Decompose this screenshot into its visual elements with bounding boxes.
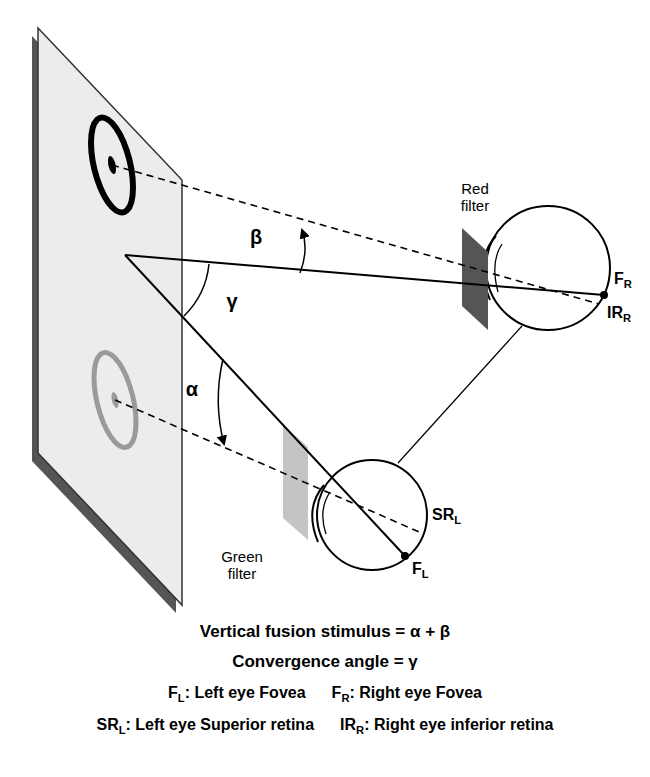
subscript: R	[623, 312, 631, 324]
label-text: F	[412, 560, 422, 577]
dashed-ray-right	[112, 165, 599, 304]
label-text: Red filter	[461, 180, 489, 214]
legend-line: SRL: Left eye Superior retina IRR: Right …	[96, 716, 553, 737]
label-text: Vertical fusion stimulus = α + β	[200, 622, 450, 641]
beta-arc	[300, 230, 305, 273]
retina-label: FR	[614, 270, 632, 291]
label-text: : Left eye Superior retina	[126, 716, 315, 733]
angle-label: γ	[226, 290, 237, 313]
label-text: SR	[432, 506, 454, 523]
formula-line: Convergence angle = γ	[232, 652, 418, 672]
retina-label: IRR	[607, 304, 631, 325]
left-visual-axis	[125, 255, 405, 556]
filter-label: Red filter	[450, 180, 500, 215]
gamma-arc	[184, 264, 209, 316]
screen-plane	[38, 28, 182, 605]
angle-label: α	[186, 378, 198, 401]
left-eye	[312, 460, 427, 570]
fovea-dot	[600, 291, 608, 299]
fovea-dot	[401, 552, 409, 560]
label-text: : Right eye inferior retina	[364, 716, 553, 733]
subscript: R	[356, 724, 364, 736]
label-text: γ	[226, 290, 237, 312]
subscript: L	[454, 514, 461, 526]
retina-label: FL	[412, 560, 429, 581]
filter-label: Green filter	[214, 548, 270, 583]
label-text: α	[186, 378, 198, 400]
label-text: Convergence angle = γ	[232, 652, 418, 671]
right-visual-axis	[125, 255, 604, 295]
label-text: Green filter	[221, 548, 263, 582]
label-text: F	[168, 684, 178, 701]
subscript: L	[119, 724, 126, 736]
label-text: F	[332, 684, 342, 701]
legend-line: FL: Left eye FoveaFR: Right eye Fovea	[168, 684, 482, 705]
label-text: IR	[607, 304, 623, 321]
label-text: : Left eye Fovea	[185, 684, 306, 701]
alpha-arc	[218, 359, 224, 444]
right-eye	[483, 206, 610, 330]
subscript: L	[178, 692, 185, 704]
retina-label: SRL	[432, 506, 461, 527]
red-filter	[462, 228, 488, 330]
label-text: : Right eye Fovea	[349, 684, 481, 701]
angle-label: β	[250, 226, 262, 249]
formula-line: Vertical fusion stimulus = α + β	[200, 622, 450, 642]
subscript: R	[624, 278, 632, 290]
subscript: R	[341, 692, 349, 704]
label-text: IR	[340, 716, 356, 733]
label-text: β	[250, 226, 262, 248]
label-text: F	[614, 270, 624, 287]
subscript: L	[422, 568, 429, 580]
dashed-ray-left	[115, 400, 424, 534]
interocular-line	[398, 326, 522, 463]
label-text: SR	[96, 716, 118, 733]
